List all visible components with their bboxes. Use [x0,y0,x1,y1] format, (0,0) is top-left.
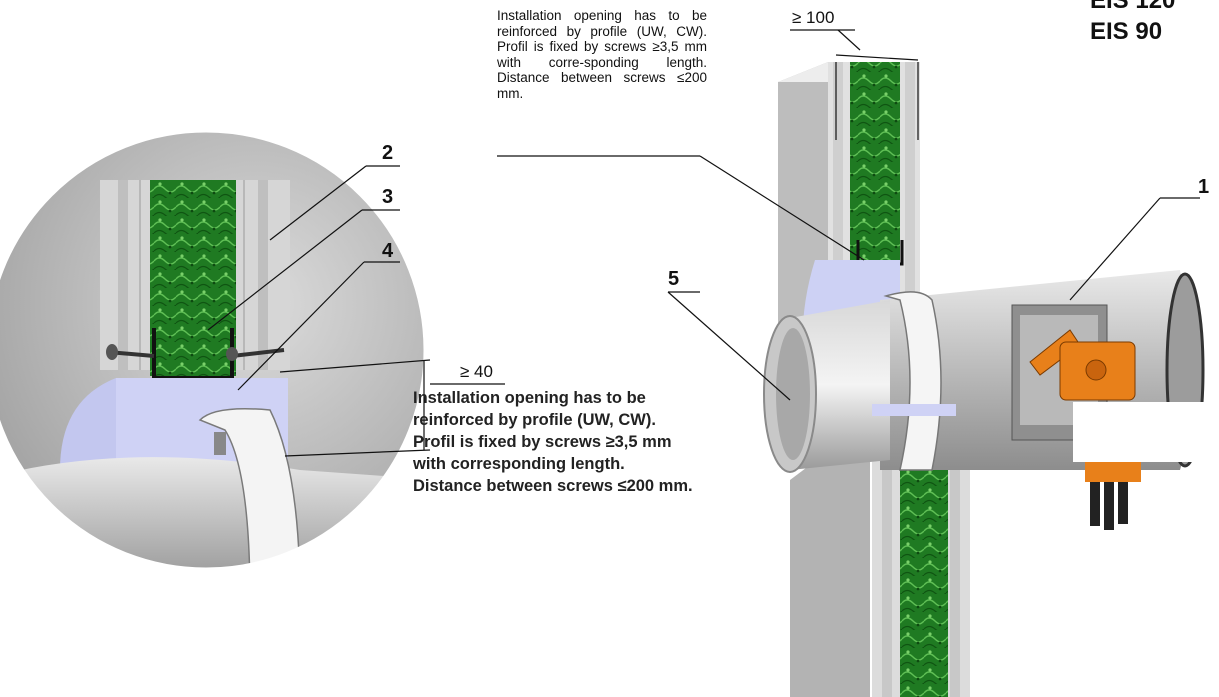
leader-lines [207,155,1200,401]
callout-4: 4 [382,240,394,262]
callout-1: 1 [1198,176,1210,198]
note-line: reinforced by profile (UW, CW). [413,411,656,429]
mask-rectangle [1073,402,1219,462]
callout-3: 3 [382,186,394,208]
dimension-lines [279,29,919,457]
detail-magnifier [0,132,424,568]
note-line: Distance between screws ≤200 mm. [413,477,693,495]
dimension-label-gap: ≥ 40 [460,362,493,381]
dimension-label-wall: ≥ 100 [792,8,835,27]
insulation-detail [150,180,236,376]
fire-rating-eis90: EIS 90 [1090,18,1163,45]
installation-note-main: Installation opening has to be reinforce… [413,387,793,497]
callout-5: 5 [668,268,680,290]
note-line: Installation opening has to be [413,389,646,407]
fire-rating-eis120: EIS 120 [1090,0,1176,14]
callout-2: 2 [382,142,394,164]
screw-detail-right [231,348,285,358]
note-line: with corresponding length. [413,455,625,473]
installation-note-top: Installation opening has to be reinforce… [497,8,707,101]
actuator [1011,304,1141,530]
note-line: Profil is fixed by screws ≥3,5 mm [413,433,672,451]
